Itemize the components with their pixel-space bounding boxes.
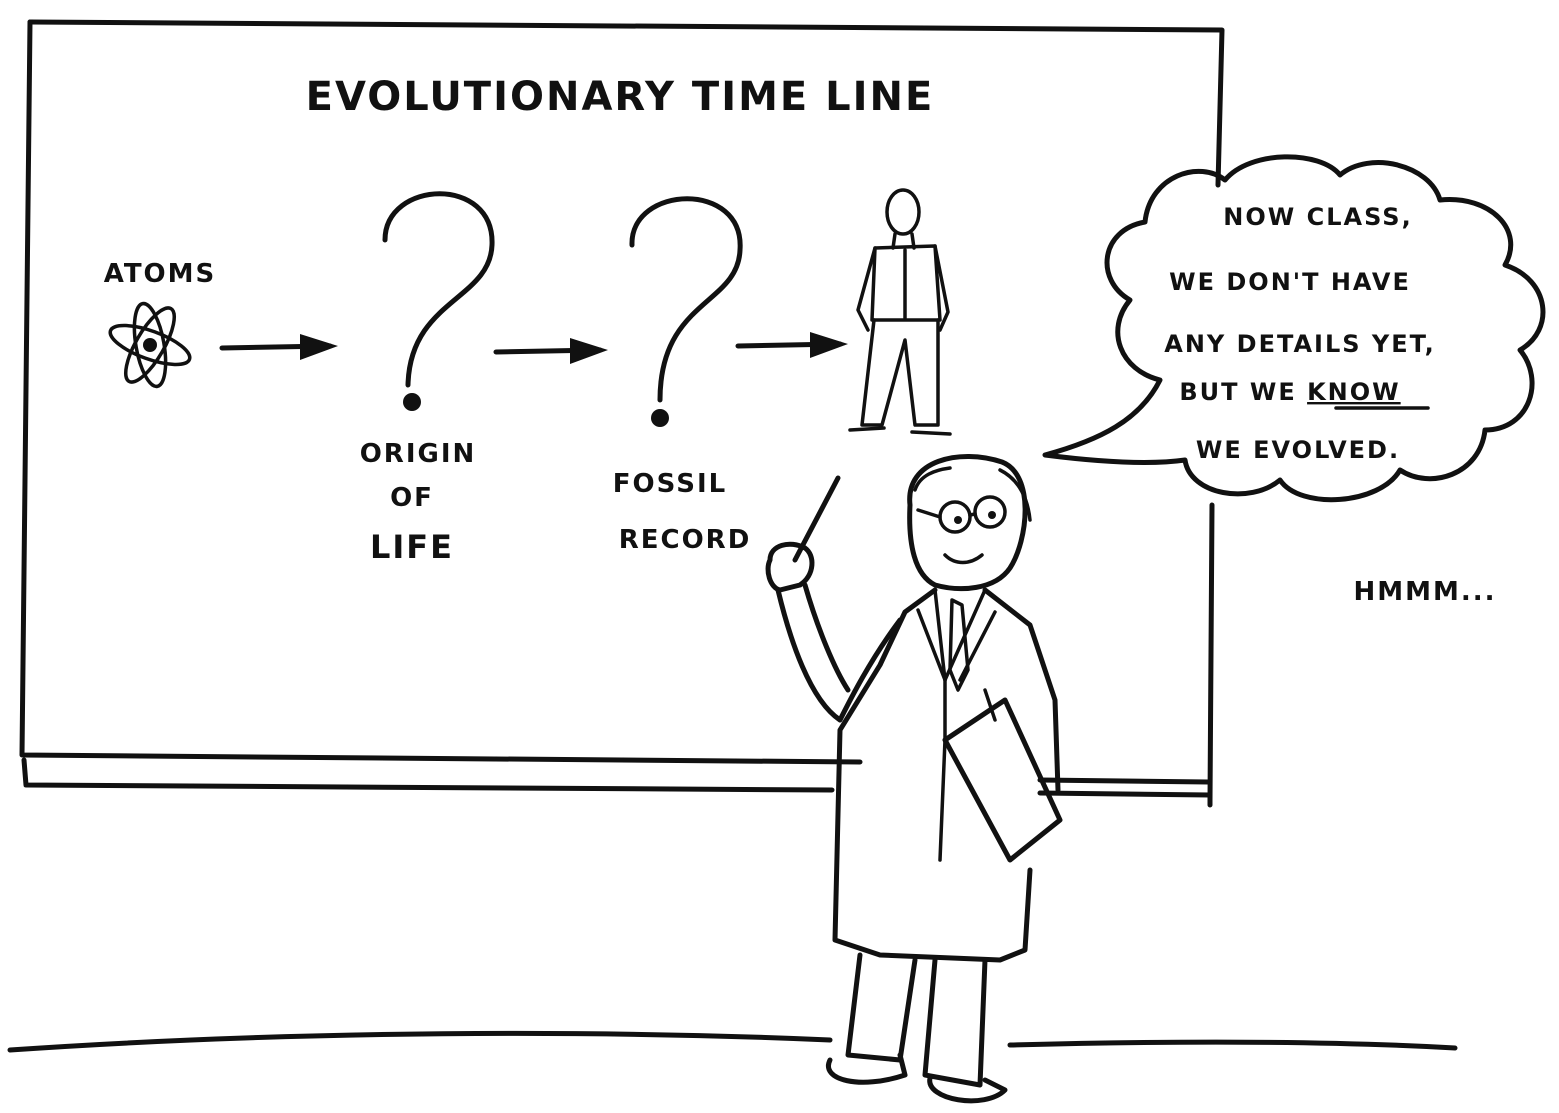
floor-line [7,1030,1458,1053]
arrow-right-icon [219,334,338,360]
speech-line-4-start: BUT WE [1179,378,1307,406]
fossil-label-line1: FOSSIL [613,469,727,499]
arrow-right-icon [735,332,848,358]
hmmm-aside: HMMM... [1353,577,1496,607]
origin-label-line1: ORIGIN [360,439,477,469]
board-title: EVOLUTIONARY TIME LINE [306,74,935,120]
speech-bubble [1042,154,1546,503]
question-mark-icon [629,196,743,427]
human-figure [848,188,952,436]
arrow-right-icon [493,338,608,364]
origin-label-line2: OF [390,483,434,513]
atoms-label: ATOMS [104,259,217,289]
speech-line-3: ANY DETAILS YET, [1164,330,1436,358]
speech-line-1: NOW CLASS, [1223,203,1412,231]
speech-line-4-emphasis: KNOW [1307,378,1401,406]
speech-line-4: BUT WE KNOW [1179,378,1400,406]
chalkboard [19,19,1225,808]
speech-line-2: WE DON'T HAVE [1169,268,1411,296]
question-mark-icon [382,191,495,411]
teacher-figure [765,454,1063,1104]
origin-label-line3: LIFE [370,528,454,566]
atom-icon [108,301,192,389]
speech-line-5: WE EVOLVED. [1196,436,1400,464]
fossil-label-line2: RECORD [619,525,752,555]
